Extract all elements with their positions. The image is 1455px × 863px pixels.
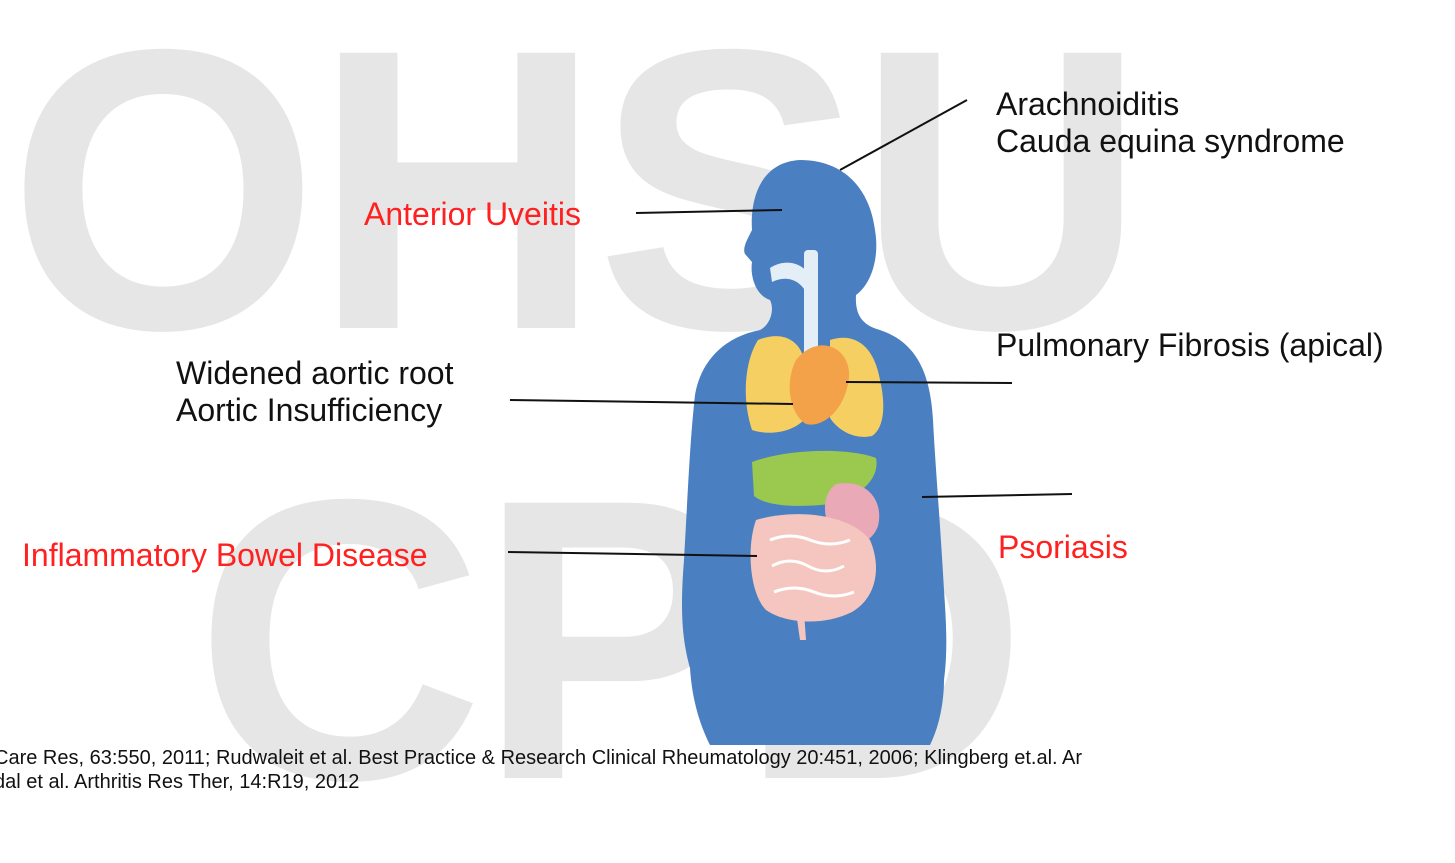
label-psoriasis: Psoriasis <box>998 529 1128 566</box>
reference-line-1: Care Res, 63:550, 2011; Rudwaleit et al.… <box>0 746 1082 770</box>
label-cauda-equina: Cauda equina syndrome <box>996 123 1345 160</box>
leader-arachnoiditis <box>840 100 967 170</box>
label-inflammatory-bowel-disease: Inflammatory Bowel Disease <box>22 537 427 574</box>
references: Care Res, 63:550, 2011; Rudwaleit et al.… <box>0 746 1082 794</box>
trachea <box>804 250 818 360</box>
leader-pulmonary-fibrosis <box>846 382 1012 383</box>
label-widened-aortic-root: Widened aortic root <box>176 355 453 392</box>
reference-line-2: dal et al. Arthritis Res Ther, 14:R19, 2… <box>0 770 1082 794</box>
leader-psoriasis <box>922 494 1072 497</box>
label-anterior-uveitis: Anterior Uveitis <box>364 196 581 233</box>
label-pulmonary-fibrosis: Pulmonary Fibrosis (apical) <box>996 327 1384 364</box>
label-aortic-insufficiency: Aortic Insufficiency <box>176 392 442 429</box>
label-arachnoiditis: Arachnoiditis <box>996 86 1179 123</box>
